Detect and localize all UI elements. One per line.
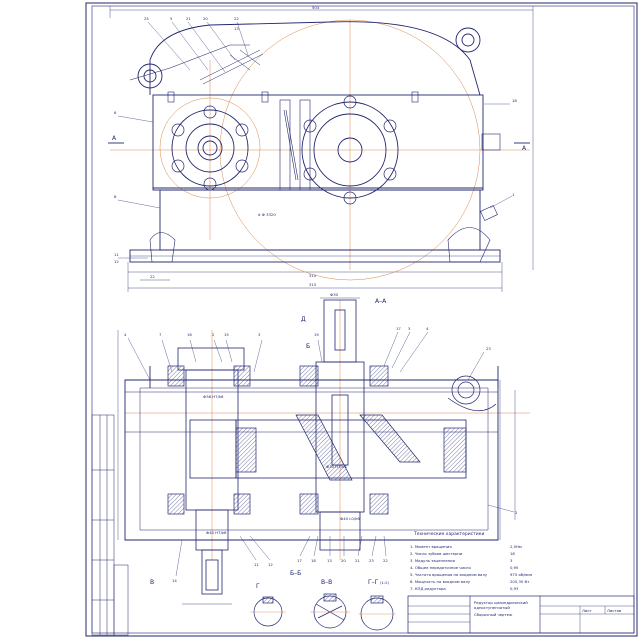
callout-top-19: 19	[314, 332, 319, 337]
callout-12: 12	[114, 259, 119, 264]
tolerance-4: Ф40 L0/k6	[340, 516, 360, 521]
callout-top-16: 16	[187, 332, 192, 337]
input-shaft	[177, 347, 245, 595]
view-mark-g: Г	[256, 583, 260, 590]
tolerance-1: Ф38 H7/k6	[203, 394, 224, 399]
note-value-3: 3	[510, 558, 513, 563]
note-item-2: 2. Число зубьев шестерни	[410, 551, 463, 556]
note-value-7: 0,93	[510, 586, 519, 591]
top-view: 504 310 315 22	[108, 5, 534, 292]
note-item-5: 5. Частота вращения на входном валу	[410, 572, 488, 577]
callout-top-2: 2	[212, 332, 215, 337]
bolt-holes-small	[171, 105, 249, 191]
callout-bot-18: 18	[311, 558, 316, 563]
note-item-3: 3. Модуль зацепления	[410, 558, 455, 563]
callout-top-4: 4	[124, 332, 127, 337]
callout-top-23: 23	[486, 346, 491, 351]
callout-5: 5	[170, 16, 173, 21]
section-title: А–А	[375, 298, 387, 305]
title-line-2: одноступенчатый	[474, 605, 510, 610]
detail-scale: (1:2)	[380, 580, 390, 585]
view-mark-d: Д	[301, 316, 306, 323]
note-item-1: 1. Момент вращения	[410, 544, 452, 549]
title-block: Редуктор цилиндрический одноступенчатый …	[407, 595, 635, 634]
note-value-6: 200,30 Вт	[510, 579, 530, 584]
callout-bot-14: 14	[172, 578, 177, 583]
note-value-2: 18	[510, 551, 515, 556]
callout-top-4b: 4	[426, 326, 429, 331]
shaft-dim: Ф30	[330, 292, 339, 297]
section-centerlines	[125, 300, 530, 560]
note-item-6: 6. Мощность на входном валу	[410, 579, 471, 584]
callout-top-7: 7	[159, 332, 162, 337]
note-item-4: 4. Общее передаточное число	[410, 565, 471, 570]
foot-dim: 22	[150, 274, 155, 279]
output-shaft	[235, 299, 467, 551]
overall-dim: 504	[312, 5, 320, 10]
detail-gg-label: Г–Г	[368, 579, 379, 586]
callout-1: 1	[512, 192, 515, 197]
technical-notes: Технические характеристики 1. Момент вра…	[410, 531, 533, 591]
section-view: А–А	[117, 292, 530, 605]
callout-bot-12: 12	[268, 562, 273, 567]
base-dim-1: 310	[309, 273, 317, 278]
note-value-5: 975 об/мин	[510, 572, 533, 577]
callout-top-15: 15	[224, 332, 229, 337]
callout-8: 8	[114, 194, 117, 199]
callout-bot-23: 23	[369, 558, 374, 563]
callout-top-17: 17	[396, 326, 401, 331]
base-dim-2: 315	[309, 282, 317, 287]
callout-bot-22: 22	[383, 558, 388, 563]
callout-bot-20: 20	[341, 558, 346, 563]
callout-25: 25	[144, 16, 149, 21]
detail-bb-label: Б–Б	[290, 570, 301, 577]
callout-22: 22	[234, 16, 239, 21]
callout-bot-13: 13	[327, 558, 332, 563]
callout-21: 21	[186, 16, 191, 21]
title-line-3: Сборочный чертеж	[474, 612, 513, 617]
callout-11: 11	[114, 252, 119, 257]
callout-top-3b: 3	[408, 326, 411, 331]
callout-18: 18	[512, 98, 517, 103]
note-value-1: 2,5Нм	[510, 544, 522, 549]
detail-vv-label: В–В	[321, 579, 332, 586]
detail-views: Б–Б В–В Г–Г (1:2)	[250, 570, 396, 631]
title-line-1: Редуктор цилиндрический	[474, 600, 528, 605]
note-value-4: 0,95	[510, 565, 519, 570]
bearings	[167, 365, 467, 515]
sheet-label: Лист	[582, 608, 592, 613]
callout-13: 13	[234, 26, 239, 31]
callout-bot-17: 17	[297, 558, 302, 563]
view-mark-b: Б	[306, 343, 310, 350]
callout-top-2b: 2	[515, 510, 518, 515]
center-dim: d Ф 3320	[258, 212, 276, 217]
callout-top-3: 3	[258, 332, 261, 337]
notes-heading: Технические характеристики	[413, 531, 484, 537]
sheet-frame	[85, 2, 638, 637]
gear-pitch-circle	[110, 19, 530, 281]
note-item-7: 7. КПД редуктора	[410, 586, 446, 591]
callout-bot-11: 11	[254, 562, 259, 567]
section-mark-a-right: А	[522, 145, 527, 152]
section-mark-a-left: А	[112, 135, 117, 142]
side-stamp	[91, 414, 129, 636]
callout-bot-21: 21	[355, 558, 360, 563]
view-mark-v: В	[150, 579, 154, 586]
sheets-label: Листов	[607, 608, 622, 613]
callout-20: 20	[203, 16, 208, 21]
callout-6: 6	[114, 110, 117, 115]
tolerance-3: Ф40 H7/k6	[206, 530, 227, 535]
tolerance-2: Ф30 H7/n6	[326, 464, 347, 469]
